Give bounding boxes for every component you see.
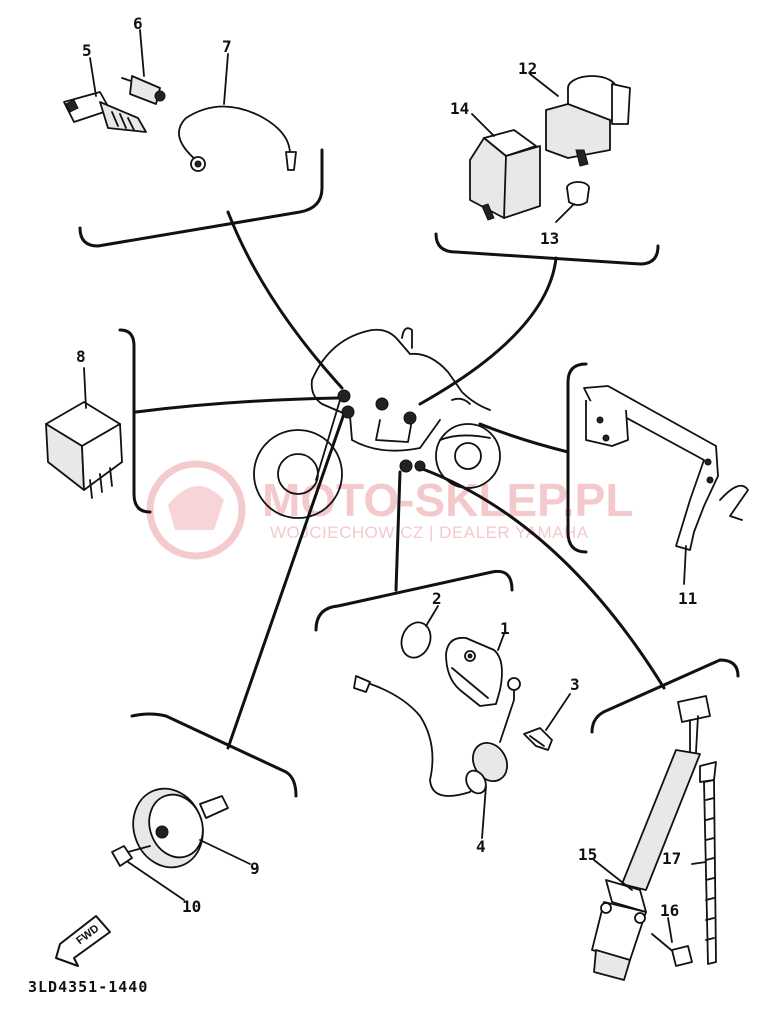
label-15: 15 [578, 845, 597, 864]
part-14-flasher-relay [469, 129, 541, 221]
label-3: 3 [570, 675, 580, 694]
label-2: 2 [432, 589, 442, 608]
label-11: 11 [678, 589, 697, 608]
bracket-middle [314, 569, 514, 632]
label-10: 10 [182, 897, 201, 916]
motorcycle-silhouette [253, 327, 501, 519]
label-9: 9 [250, 859, 260, 878]
leader-lines [134, 210, 666, 750]
watermark-title: MOTO-SKLEP.PL [262, 474, 633, 526]
part-9-horn [132, 787, 229, 869]
label-8: 8 [76, 347, 86, 366]
part-7-lead-wire [178, 105, 297, 172]
label-4: 4 [476, 837, 486, 856]
label-17: 17 [662, 849, 681, 868]
watermark: MOTO-SKLEP.PL WOJCIECHOWICZ | DEALER YAM… [146, 460, 633, 560]
part-17-tie-band [699, 761, 717, 965]
bracket-bottom-right [590, 658, 740, 734]
label-leaders [83, 29, 707, 943]
part-1-sensor [445, 636, 503, 707]
part-3-bolt [523, 727, 553, 751]
label-1: 1 [500, 619, 510, 638]
diagram-code: 3LD4351-1440 [28, 978, 148, 996]
fwd-arrow: FWD [55, 915, 111, 967]
label-6: 6 [133, 14, 143, 33]
label-7: 7 [222, 37, 232, 56]
label-14: 14 [450, 99, 469, 118]
bracket-left [118, 328, 152, 514]
part-6-sender [121, 75, 166, 105]
bracket-right [566, 362, 588, 554]
part-11-bracket [583, 385, 749, 551]
watermark-subtitle: WOJCIECHOWICZ | DEALER YAMAHA [270, 523, 589, 542]
part-5-switch [63, 91, 147, 133]
part-labels: 5 6 7 12 14 13 8 11 2 1 3 4 9 10 15 16 1… [76, 14, 697, 920]
label-16: 16 [660, 901, 679, 920]
part-12-relay [545, 75, 631, 167]
part-2-gasket [400, 621, 432, 659]
bracket-top-right [434, 232, 660, 266]
part-8-relay [45, 401, 123, 499]
label-12: 12 [518, 59, 537, 78]
label-5: 5 [82, 41, 92, 60]
part-13-cap [566, 181, 590, 206]
part-16-bolt [651, 933, 693, 967]
part-4-cable [353, 675, 521, 797]
part-15-sensor [591, 695, 711, 981]
label-13: 13 [540, 229, 559, 248]
bracket-bottom-left [130, 712, 298, 798]
part-10-bolt [111, 845, 151, 867]
bracket-top-left [78, 148, 324, 248]
